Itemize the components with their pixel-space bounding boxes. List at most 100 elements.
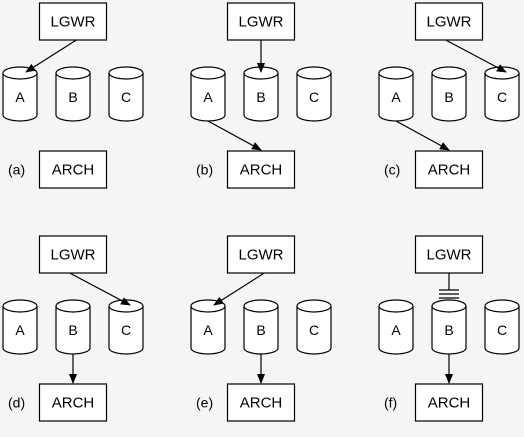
- arch-label: ARCH: [428, 162, 471, 179]
- arch-process-box: ARCH: [414, 383, 484, 422]
- arch-box-frame: [38, 383, 108, 422]
- arch-read-arrow: [395, 120, 450, 151]
- redo-log-c: C: [296, 299, 332, 355]
- cylinder-body: [484, 73, 520, 122]
- cylinder-body: [55, 73, 91, 122]
- arch-label: ARCH: [240, 162, 283, 179]
- redo-log-label: B: [256, 89, 265, 105]
- redo-log-b: B: [55, 299, 91, 355]
- redo-log-c: C: [108, 299, 144, 355]
- cylinder-body: [190, 306, 226, 355]
- panel-a: LGWR A B C ARCH (a): [2, 2, 144, 189]
- lgwr-blocked-ground-icon: [439, 273, 459, 299]
- redo-log-label: A: [15, 322, 25, 338]
- lgwr-process-box: LGWR: [414, 235, 484, 274]
- redo-log-label: A: [391, 322, 401, 338]
- redo-log-label: B: [256, 322, 265, 338]
- panel-label: (a): [8, 162, 25, 178]
- arch-process-box: ARCH: [226, 150, 296, 189]
- arch-label: ARCH: [428, 395, 471, 412]
- redo-log-label: C: [121, 89, 131, 105]
- arch-process-box: ARCH: [38, 383, 108, 422]
- cylinder-top: [431, 299, 467, 313]
- redo-log-a: A: [2, 299, 38, 355]
- lgwr-box-frame: [414, 235, 484, 274]
- redo-log-b: B: [431, 299, 467, 355]
- redo-log-label: C: [497, 322, 507, 338]
- redo-log-label: A: [391, 89, 401, 105]
- redo-log-label: C: [309, 322, 319, 338]
- lgwr-box-frame: [414, 2, 484, 41]
- panel-e: LGWR A B C ARCH (e): [190, 235, 332, 422]
- redo-log-label: C: [121, 322, 131, 338]
- redo-log-label: C: [309, 89, 319, 105]
- redo-log-label: A: [203, 89, 213, 105]
- redo-log-label: A: [203, 322, 213, 338]
- redo-log-c: C: [296, 66, 332, 122]
- lgwr-label: LGWR: [51, 14, 96, 31]
- lgwr-box-frame: [226, 235, 296, 274]
- cylinder-top: [190, 66, 226, 80]
- lgwr-label: LGWR: [427, 14, 472, 31]
- panel-label: (d): [8, 395, 25, 411]
- redo-log-a: A: [190, 299, 226, 355]
- cylinder-top: [378, 66, 414, 80]
- panel-c: LGWR A B C ARCH (c): [378, 2, 520, 189]
- redo-log-label: B: [444, 89, 453, 105]
- cylinder-top: [378, 299, 414, 313]
- arch-read-arrow: [207, 120, 262, 151]
- redo-log-label: B: [444, 322, 453, 338]
- redo-log-a: A: [378, 299, 414, 355]
- cylinder-body: [2, 73, 38, 122]
- cylinder-body: [378, 306, 414, 355]
- arch-box-frame: [38, 150, 108, 189]
- arch-box-frame: [414, 383, 484, 422]
- cylinder-top: [108, 66, 144, 80]
- arch-process-box: ARCH: [226, 383, 296, 422]
- cylinder-top: [484, 299, 520, 313]
- lgwr-write-arrow: [25, 39, 77, 73]
- arch-box-frame: [414, 150, 484, 189]
- cylinder-top: [296, 66, 332, 80]
- panel-label: (c): [384, 162, 400, 178]
- arch-process-box: ARCH: [414, 150, 484, 189]
- redo-log-label: A: [15, 89, 25, 105]
- cylinder-top: [243, 299, 279, 313]
- redo-log-b: B: [431, 66, 467, 122]
- panel-d: LGWR A B C ARCH (d): [2, 235, 144, 422]
- redo-log-label: B: [68, 89, 77, 105]
- lgwr-label: LGWR: [427, 247, 472, 264]
- cylinder-top: [55, 66, 91, 80]
- lgwr-write-arrow: [69, 272, 131, 306]
- arch-box-frame: [226, 383, 296, 422]
- redo-log-a: A: [2, 66, 38, 122]
- arch-label: ARCH: [52, 162, 95, 179]
- redo-log-label: B: [68, 322, 77, 338]
- redo-log-c: C: [484, 66, 520, 122]
- cylinder-top: [2, 299, 38, 313]
- arch-process-box: ARCH: [38, 150, 108, 189]
- lgwr-label: LGWR: [51, 247, 96, 264]
- redo-log-b: B: [243, 66, 279, 122]
- redo-log-b: B: [55, 66, 91, 122]
- arch-label: ARCH: [240, 395, 283, 412]
- lgwr-label: LGWR: [239, 247, 284, 264]
- cylinder-body: [2, 306, 38, 355]
- redo-log-a: A: [378, 66, 414, 122]
- panel-f: LGWR A B C ARCH (f): [378, 235, 520, 422]
- panel-label: (f): [384, 395, 397, 411]
- redo-log-c: C: [108, 66, 144, 122]
- cylinder-body: [484, 306, 520, 355]
- cylinder-top: [431, 66, 467, 80]
- cylinder-body: [243, 73, 279, 122]
- redo-log-c: C: [484, 299, 520, 355]
- panel-label: (e): [196, 395, 213, 411]
- lgwr-write-arrow: [445, 39, 507, 73]
- cylinder-body: [296, 306, 332, 355]
- lgwr-process-box: LGWR: [226, 2, 296, 41]
- redo-log-b: B: [243, 299, 279, 355]
- cylinder-top: [55, 299, 91, 313]
- lgwr-label: LGWR: [239, 14, 284, 31]
